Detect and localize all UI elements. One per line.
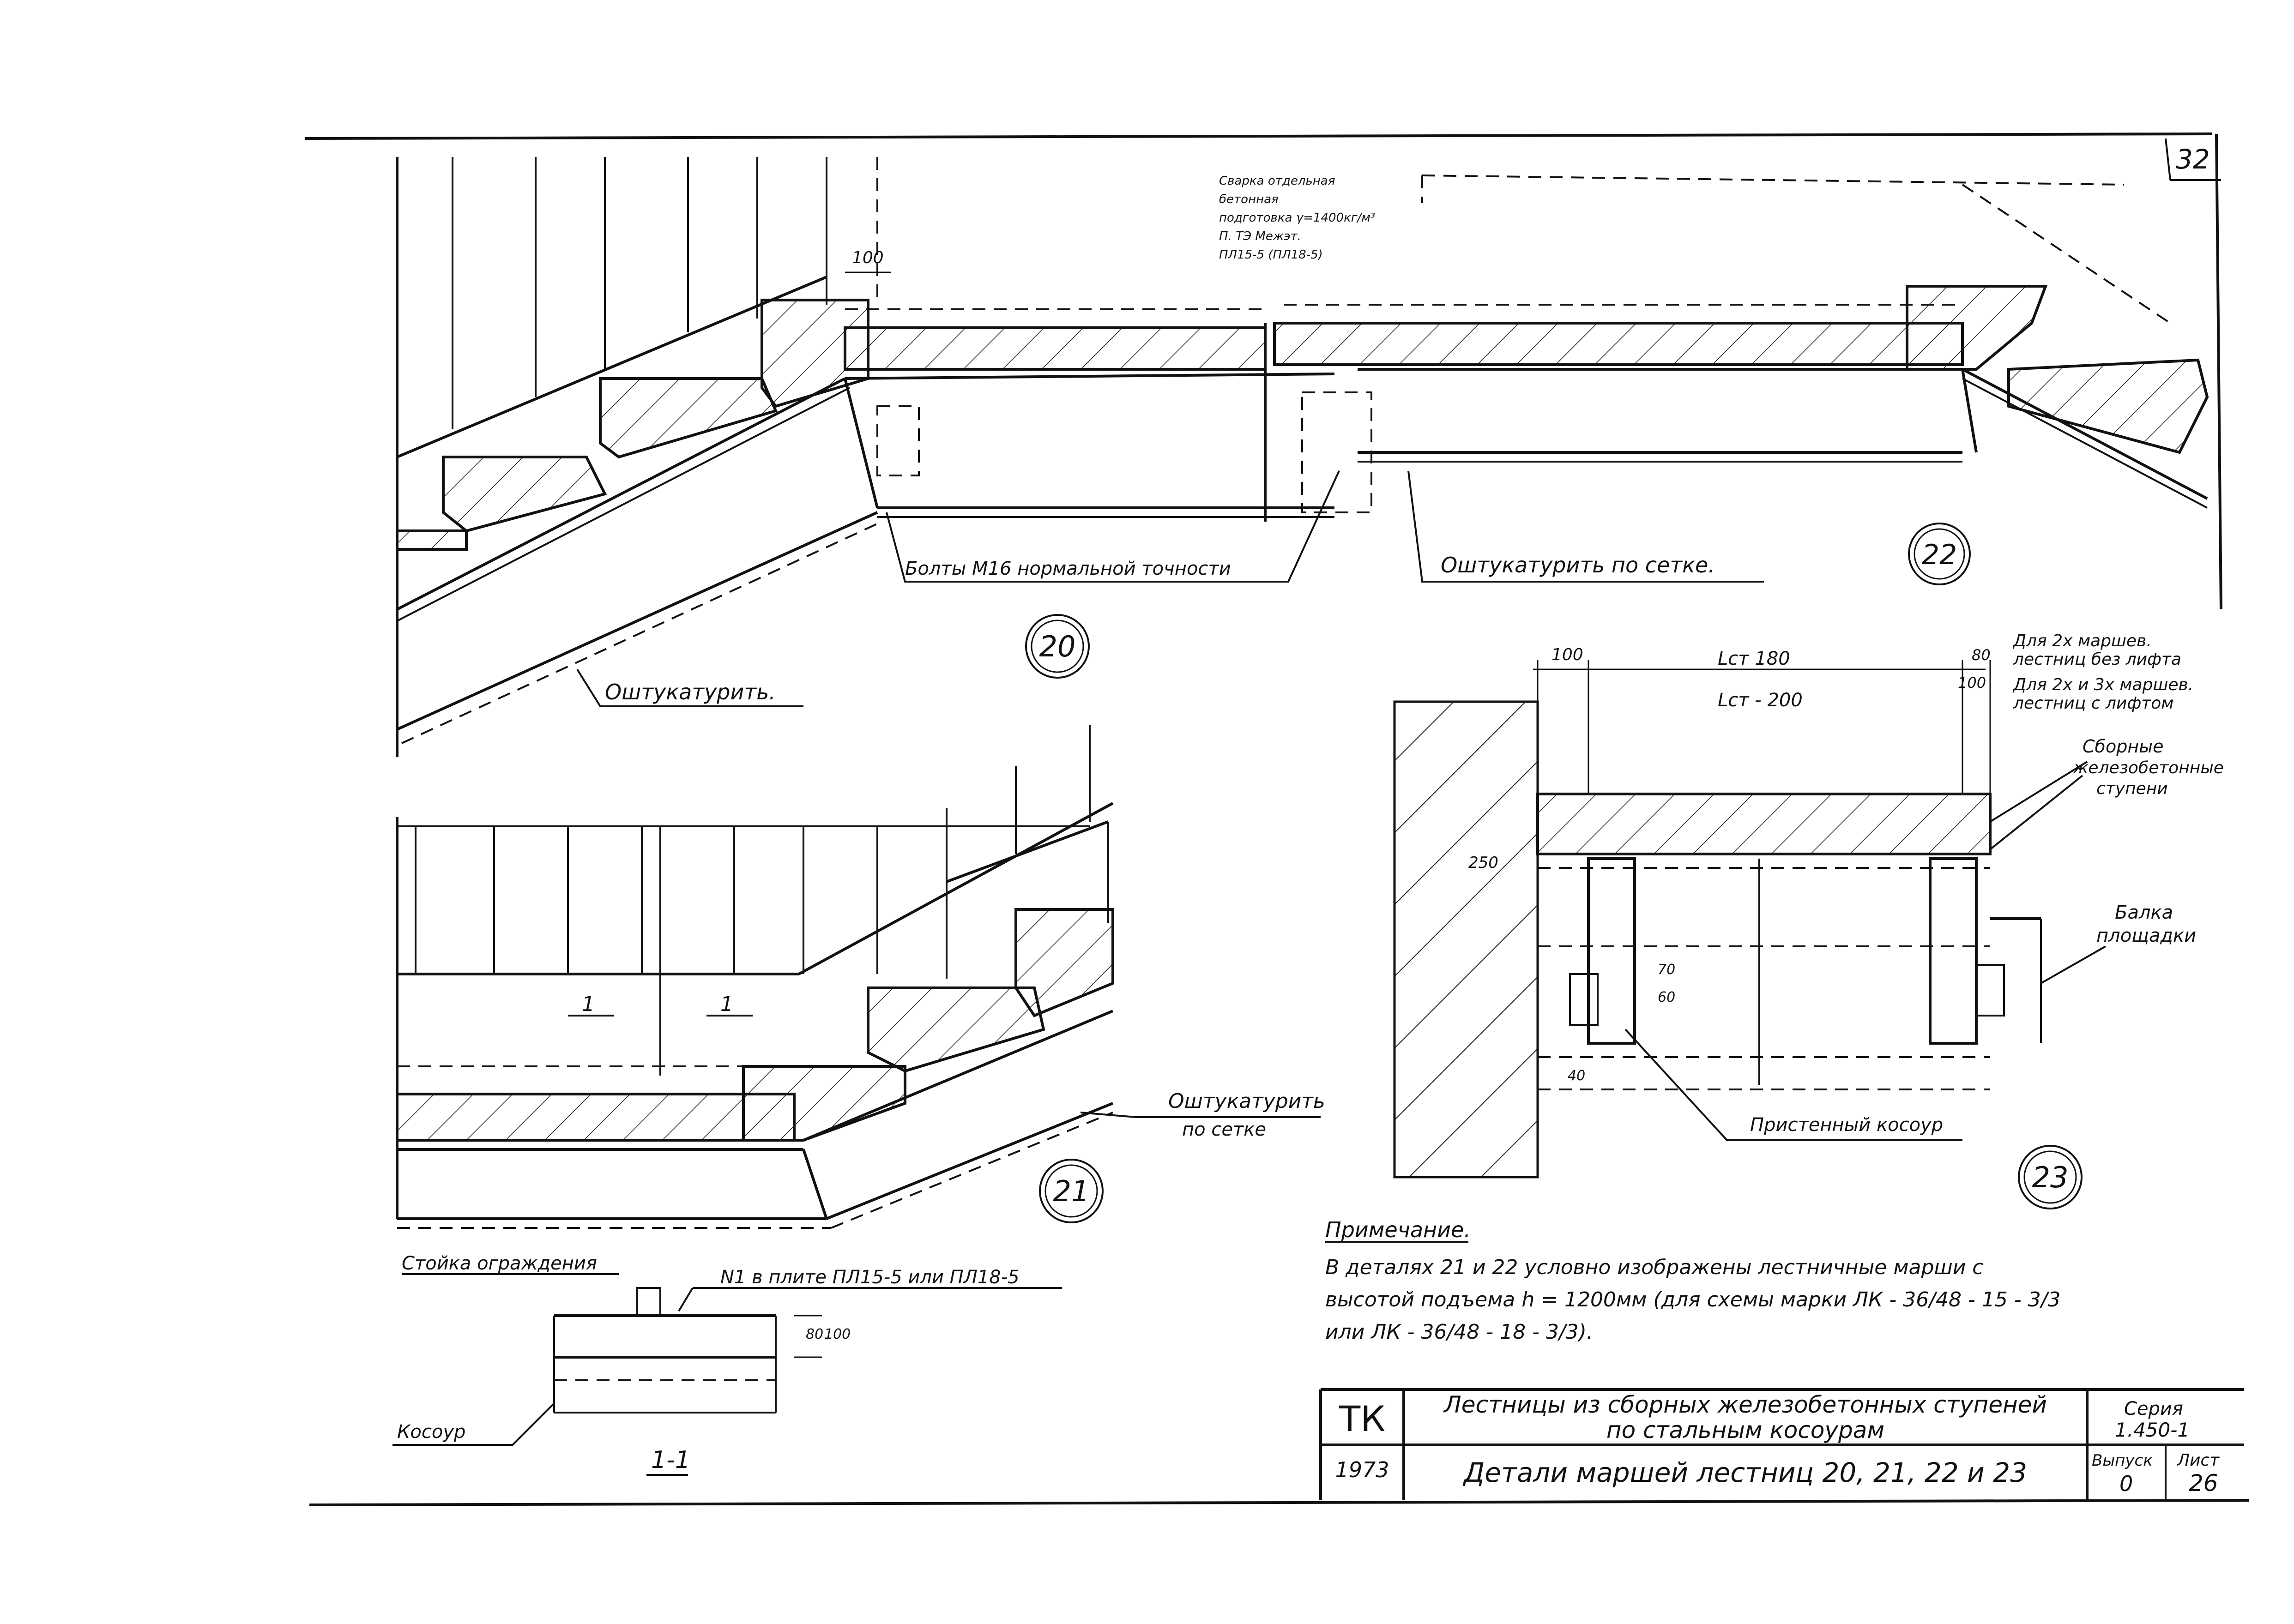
step-21-3 xyxy=(1014,908,1114,1017)
callout-23 xyxy=(2018,1145,2083,1209)
dim-100-left: 100 xyxy=(1551,645,1583,664)
dim-80-11: 80 xyxy=(806,1326,823,1342)
note-3-flights-a: Для 2х и 3х маршев. xyxy=(2012,675,2193,694)
tb-series-label: Серия xyxy=(2124,1398,2183,1419)
step-23 xyxy=(1536,793,1992,855)
section-mark-left: 1 xyxy=(582,992,595,1016)
step-21-2 xyxy=(867,986,1045,1073)
wall-23 xyxy=(1393,700,1539,1179)
label-steps-c: ступени xyxy=(2096,779,2168,798)
landing-slab-20 xyxy=(844,326,1267,371)
callout-21 xyxy=(1039,1159,1104,1223)
svg-text:22: 22 xyxy=(1922,539,1957,571)
detail-22: Сварка отдельная бетонная подготовка γ=1… xyxy=(886,174,2209,585)
label-beam-a: Балка xyxy=(2115,902,2173,923)
note-title: Примечание. xyxy=(1325,1217,1471,1242)
dim-40: 40 xyxy=(1568,1068,1585,1084)
tb-title-1: Лестницы из сборных железобетонных ступе… xyxy=(1443,1391,2047,1418)
landing-slab-22 xyxy=(1273,322,1964,366)
sheet-frame: 32 xyxy=(304,132,2249,1506)
label-plaster-mesh-22: Оштукатурить по сетке. xyxy=(1441,553,1715,577)
step-22-2 xyxy=(2007,358,2209,454)
landing-slab-21 xyxy=(396,1093,796,1142)
tb-series-value: 1.450-1 xyxy=(2115,1419,2190,1441)
top-note-22-1: бетонная xyxy=(1219,192,1279,206)
note-3-flights-b: лестниц с лифтом xyxy=(2013,694,2173,713)
dim-60: 60 xyxy=(1658,989,1675,1005)
note-2-flights-b: лестниц без лифта xyxy=(2013,650,2181,669)
dim-100: 100 xyxy=(852,248,884,267)
tb-org: ТК xyxy=(1339,1398,1385,1439)
top-note-22-2: подготовка γ=1400кг/м³ xyxy=(1219,211,1375,225)
tb-sheet-label: Лист xyxy=(2176,1451,2220,1470)
step-22-1 xyxy=(1906,285,2048,371)
top-note-22-3: П. ТЭ Межэт. xyxy=(1219,229,1301,243)
label-stringer-11: Косоур xyxy=(397,1421,465,1443)
detail-20: 100 Оштукатурить. 20 xyxy=(396,157,1335,757)
detail-23: 100 Lст 180 Lст - 200 80 100 Для 2х марш… xyxy=(1393,632,2224,1209)
note-block: Примечание. В деталях 21 и 22 условно из… xyxy=(1325,1217,2061,1344)
note-2-flights-a: Для 2х маршев. xyxy=(2012,632,2152,650)
dim-lct-200: Lст - 200 xyxy=(1718,690,1803,711)
step-1 xyxy=(396,529,468,551)
tb-title-2: по стальным косоурам xyxy=(1606,1417,1884,1444)
label-steps-a: Сборные xyxy=(2083,736,2164,757)
dim-250: 250 xyxy=(1468,854,1498,872)
callout-22 xyxy=(1908,523,1971,585)
label-beam-b: площадки xyxy=(2096,925,2196,946)
dim-lct-180: Lст 180 xyxy=(1718,648,1790,669)
label-steps-b: железобетонные xyxy=(2073,758,2224,777)
sheet-number: 32 xyxy=(2176,144,2210,175)
label-plaster-mesh-21-b: по сетке xyxy=(1182,1119,1266,1140)
label-plaster-mesh-21-a: Оштукатурить xyxy=(1168,1089,1325,1113)
section-mark-right: 1 xyxy=(720,992,733,1016)
tb-sheet-title: Детали маршей лестниц 20, 21, 22 и 23 xyxy=(1462,1457,2027,1488)
callout-20 xyxy=(1025,614,1090,679)
step-2 xyxy=(442,456,607,533)
svg-text:23: 23 xyxy=(2032,1161,2069,1194)
step-21-1 xyxy=(742,1065,906,1142)
tb-issue-value: 0 xyxy=(2119,1471,2133,1496)
top-note-22-0: Сварка отдельная xyxy=(1219,174,1335,188)
label-post: Стойка ограждения xyxy=(402,1253,597,1274)
label-plaster-20: Оштукатурить. xyxy=(605,680,776,704)
label-wall-stringer: Пристенный косоур xyxy=(1750,1114,1943,1136)
svg-text:21: 21 xyxy=(1053,1174,1090,1208)
tb-issue-label: Выпуск xyxy=(2092,1451,2153,1470)
note-line-2: высотой подъема h = 1200мм (для схемы ма… xyxy=(1325,1288,2061,1311)
tb-sheet-value: 26 xyxy=(2189,1470,2218,1497)
post-base xyxy=(636,1287,661,1317)
dim-80: 80 xyxy=(1972,646,1991,664)
stringer-left xyxy=(1587,857,1636,1045)
note-line-3: или ЛК - 36/48 - 18 - 3/3). xyxy=(1325,1320,1593,1344)
note-line-1: В деталях 21 и 22 условно изображены лес… xyxy=(1325,1256,1984,1279)
dim-70: 70 xyxy=(1658,962,1675,978)
label-n1: N1 в плите ПЛ15-5 или ПЛ18-5 xyxy=(720,1267,1020,1288)
dim-100-11: 100 xyxy=(824,1326,851,1342)
label-bolts: Болты М16 нормальной точности xyxy=(905,558,1231,579)
section-title: 1-1 xyxy=(651,1446,690,1474)
title-block: ТК 1973 Лестницы из сборных железобетонн… xyxy=(1319,1388,2244,1500)
step-3 xyxy=(599,377,778,459)
top-note-22-4: ПЛ15-5 (ПЛ18-5) xyxy=(1219,248,1323,262)
stringer-right xyxy=(1929,857,1978,1045)
detail-21: 1 1 Оштукатурить по сетке 21 xyxy=(396,725,1325,1229)
section-1-1: Стойка ограждения N1 в плите ПЛ15-5 или … xyxy=(392,1253,1062,1476)
tb-year: 1973 xyxy=(1335,1457,1389,1482)
dim-100-right: 100 xyxy=(1958,674,1986,692)
svg-text:20: 20 xyxy=(1039,630,1076,663)
